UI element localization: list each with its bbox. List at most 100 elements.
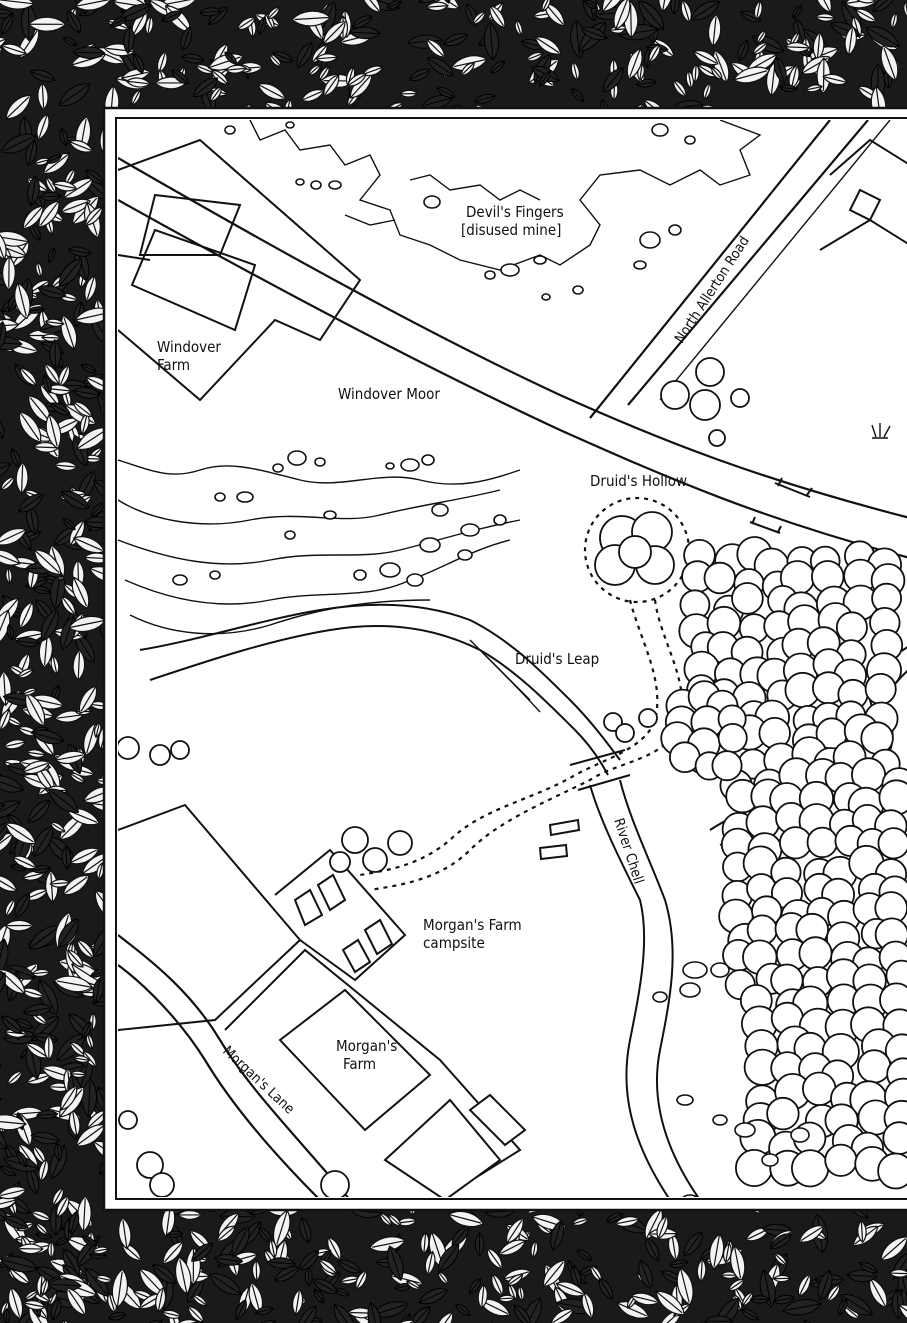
- leaf-icon: [45, 384, 73, 396]
- river-chell: [589, 779, 700, 1197]
- leaf-icon: [0, 549, 21, 566]
- leaf-icon: [43, 1034, 54, 1061]
- tree-icon: [806, 826, 839, 859]
- rock-icon: [790, 1127, 810, 1143]
- leaf-icon: [460, 62, 475, 77]
- leaf-icon: [387, 1213, 402, 1227]
- leaf-icon: [638, 1259, 653, 1290]
- tree-icon: [703, 561, 737, 595]
- leaf-icon: [703, 1315, 734, 1323]
- leaf-icon: [872, 0, 895, 12]
- leaf-icon: [49, 878, 71, 888]
- leaf-icon: [4, 919, 34, 932]
- leaf-icon: [722, 1242, 732, 1264]
- druids-leap-bridge: [569, 749, 631, 791]
- leaf-icon: [72, 1055, 91, 1063]
- leaf-icon: [16, 1243, 44, 1255]
- leaf-icon: [570, 60, 580, 82]
- label-windover-moor: Windover Moor: [338, 385, 440, 403]
- leaf-icon: [0, 528, 28, 546]
- leaf-icon: [50, 654, 60, 676]
- leaf-icon: [48, 788, 80, 813]
- leaf-icon: [424, 1250, 436, 1276]
- leaf-icon: [880, 1236, 907, 1261]
- leaf-icon: [769, 1233, 793, 1249]
- leaf-icon: [668, 1259, 689, 1269]
- leaf-icon: [534, 36, 562, 55]
- leaf-icon: [192, 1294, 208, 1307]
- leaf-icon: [753, 0, 763, 21]
- leaf-icon: [81, 1235, 97, 1247]
- leaf-icon: [740, 1308, 760, 1321]
- leaf-icon: [6, 965, 37, 980]
- fence-mark: [774, 477, 813, 498]
- leaf-icon: [792, 4, 802, 19]
- leaf-icon: [50, 402, 71, 416]
- leaf-icon: [814, 0, 832, 14]
- leaf-icon: [318, 1259, 338, 1275]
- leaf-icon: [0, 1015, 23, 1034]
- leaf-icon: [16, 1150, 28, 1168]
- leaf-icon: [296, 41, 313, 69]
- leaf-icon: [490, 60, 506, 74]
- leaf-icon: [42, 374, 52, 394]
- leaf-icon: [44, 318, 65, 327]
- leaf-icon: [421, 94, 454, 109]
- tree-icon: [790, 1149, 830, 1188]
- rock-icon: [682, 1194, 698, 1197]
- leaf-icon: [437, 1271, 449, 1285]
- leaf-icon: [78, 685, 98, 714]
- leaf-icon: [224, 64, 248, 74]
- leaf-icon: [300, 89, 325, 102]
- leaf-icon: [33, 549, 62, 575]
- leaf-icon: [514, 19, 523, 37]
- leaf-icon: [6, 1070, 23, 1086]
- leaf-icon: [0, 13, 14, 35]
- rock-icon: [676, 1094, 694, 1106]
- label-druids-hollow: Druid's Hollow: [590, 472, 687, 490]
- leaf-icon: [435, 1311, 454, 1323]
- leaf-icon: [152, 1264, 176, 1284]
- tree-icon: [877, 827, 907, 860]
- leaf-icon: [6, 624, 15, 641]
- leaf-icon: [81, 1021, 92, 1039]
- leaf-icon: [680, 0, 692, 24]
- leaf-icon: [248, 1281, 264, 1314]
- leaf-icon: [489, 4, 506, 29]
- leaf-icon: [361, 0, 381, 14]
- leaf-icon: [854, 8, 877, 23]
- leaf-icon: [605, 1212, 624, 1223]
- leaf-icon: [266, 1257, 297, 1269]
- leaf-icon: [94, 1274, 114, 1284]
- leaf-icon: [539, 70, 551, 87]
- leaf-icon: [84, 274, 97, 302]
- leaf-icon: [36, 1110, 59, 1120]
- windover-moor-ridges: [118, 459, 521, 635]
- leaf-icon: [8, 1286, 24, 1320]
- label-morgans-farm-line1: Morgan's: [336, 1037, 397, 1055]
- leaf-icon: [779, 84, 798, 93]
- leaf-icon: [581, 1291, 595, 1319]
- leaf-icon: [477, 1283, 488, 1309]
- leaf-icon: [291, 1288, 304, 1316]
- leaf-icon: [40, 1277, 50, 1297]
- leaf-icon: [66, 10, 82, 34]
- leaf-icon: [898, 1304, 907, 1323]
- leaf-icon: [24, 1290, 39, 1301]
- leaf-icon: [62, 518, 76, 531]
- leaf-icon: [0, 708, 11, 731]
- tree-icon: [717, 723, 748, 754]
- leaf-icon: [702, 82, 712, 101]
- leaf-icon: [5, 94, 32, 120]
- leaf-icon: [49, 821, 66, 833]
- tree-icon: [731, 582, 764, 615]
- leaf-icon: [691, 63, 700, 84]
- rock-icon: [668, 224, 682, 236]
- leaf-icon: [160, 10, 183, 22]
- leaf-icon: [71, 576, 90, 610]
- leaf-icon: [707, 13, 722, 48]
- leaf-icon: [209, 86, 222, 103]
- leaf-icon: [273, 1266, 300, 1282]
- leaf-icon: [58, 258, 82, 287]
- tree-clusters: [118, 357, 750, 1197]
